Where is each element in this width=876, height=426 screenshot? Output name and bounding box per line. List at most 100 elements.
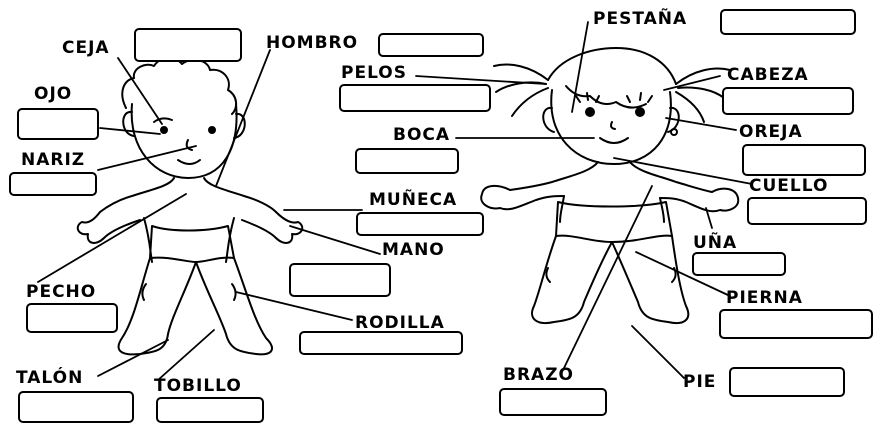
girl-figure — [480, 47, 740, 324]
line-nariz — [97, 145, 197, 171]
answer-box-ceja[interactable] — [134, 28, 242, 62]
girl-knee-left — [545, 267, 551, 283]
boy-arm-right — [241, 211, 304, 244]
answer-box-talon[interactable] — [18, 391, 134, 423]
girl-eye-right — [635, 107, 645, 117]
answer-box-pestana[interactable] — [720, 9, 856, 35]
answer-box-muneca[interactable] — [356, 212, 484, 236]
line-mano — [289, 225, 381, 255]
answer-box-rodilla[interactable] — [299, 331, 463, 355]
leader-lines — [37, 21, 753, 381]
girl-nose — [610, 121, 616, 130]
girl-ear-left — [542, 106, 555, 133]
girl-bangs — [565, 85, 647, 109]
answer-box-cabeza[interactable] — [722, 87, 854, 115]
label-pestana: PESTAÑA — [593, 9, 688, 29]
boy-knee-right — [231, 283, 237, 301]
answer-box-pie[interactable] — [729, 367, 845, 397]
line-pelos — [415, 75, 547, 85]
line-una — [705, 207, 713, 229]
label-brazo: BRAZO — [503, 365, 574, 385]
girl-leg-left — [531, 235, 613, 324]
answer-box-cuello[interactable] — [747, 197, 867, 225]
boy-eye-left — [160, 126, 168, 134]
label-ojo: OJO — [34, 84, 73, 104]
label-pierna: PIERNA — [726, 288, 803, 308]
girl-shoulder-left — [509, 161, 599, 191]
label-boca: BOCA — [393, 125, 451, 145]
boy-mouth — [177, 159, 201, 165]
line-tobillo — [157, 329, 215, 381]
girl-hair — [547, 47, 677, 85]
label-rodilla: RODILLA — [355, 313, 445, 333]
answer-box-ojo[interactable] — [17, 108, 99, 140]
answer-box-pelos[interactable] — [339, 84, 491, 112]
label-una: UÑA — [693, 233, 738, 253]
answer-box-hombro[interactable] — [378, 33, 484, 57]
line-oreja — [665, 117, 737, 131]
girl-head — [550, 89, 672, 165]
answer-box-nariz[interactable] — [9, 172, 97, 196]
line-ceja — [117, 57, 163, 125]
label-muneca: MUÑECA — [369, 190, 458, 210]
answer-box-una[interactable] — [692, 252, 786, 276]
line-cabeza — [663, 75, 721, 91]
label-mano: MANO — [382, 240, 445, 260]
label-pie: PIE — [683, 372, 717, 392]
girl-pigtail-right — [675, 67, 731, 123]
answer-box-oreja[interactable] — [742, 144, 866, 176]
label-cabeza: CABEZA — [727, 65, 809, 85]
line-pierna — [635, 251, 731, 297]
line-cuello — [613, 157, 753, 185]
boy-brow-left — [153, 117, 173, 123]
answer-box-tobillo[interactable] — [156, 397, 264, 423]
boy-ear-left — [122, 110, 135, 137]
answer-box-boca[interactable] — [355, 148, 459, 174]
label-nariz: NARIZ — [21, 150, 86, 170]
girl-leg-right — [611, 235, 690, 324]
answer-box-pecho[interactable] — [26, 303, 118, 333]
boy-arm-left — [76, 211, 141, 244]
girl-lashes-right — [626, 92, 653, 103]
label-talon: TALÓN — [16, 368, 84, 388]
answer-box-brazo[interactable] — [499, 388, 607, 416]
boy-ear-right — [233, 112, 246, 139]
boy-nose — [185, 139, 193, 151]
line-ojo — [99, 127, 161, 135]
line-pie — [631, 325, 685, 379]
boy-eye-right — [208, 126, 216, 134]
boy-torso-right — [203, 177, 277, 213]
label-oreja: OREJA — [739, 122, 803, 142]
girl-torso-right — [659, 197, 665, 223]
boy-leg-right — [195, 257, 273, 356]
boy-knee-left — [141, 283, 147, 301]
boy-figure — [76, 57, 304, 356]
girl-earring — [670, 128, 678, 136]
boy-hair — [121, 57, 238, 115]
label-ceja: CEJA — [62, 38, 110, 58]
girl-eye-left — [585, 107, 595, 117]
label-cuello: CUELLO — [749, 176, 829, 196]
boy-torso-left — [99, 177, 175, 213]
girl-arm-left — [480, 184, 565, 211]
line-pestana — [571, 21, 589, 113]
answer-box-mano[interactable] — [289, 263, 391, 297]
girl-shoulder-right — [629, 161, 713, 193]
label-pecho: PECHO — [26, 282, 97, 302]
boy-briefs — [149, 225, 235, 263]
girl-torso-left — [559, 195, 565, 223]
girl-arm-right — [659, 187, 740, 213]
line-talon — [97, 339, 169, 377]
girl-briefs — [555, 201, 673, 243]
line-pecho — [37, 193, 187, 283]
label-tobillo: TOBILLO — [154, 376, 242, 396]
line-rodilla — [235, 291, 353, 321]
girl-pigtail-left — [493, 63, 549, 117]
boy-chest — [143, 217, 153, 263]
boy-leg-left — [117, 257, 197, 356]
girl-lashes-left — [575, 92, 600, 103]
line-brazo — [563, 185, 653, 369]
answer-box-pierna[interactable] — [719, 309, 873, 339]
line-hombro — [215, 49, 271, 187]
